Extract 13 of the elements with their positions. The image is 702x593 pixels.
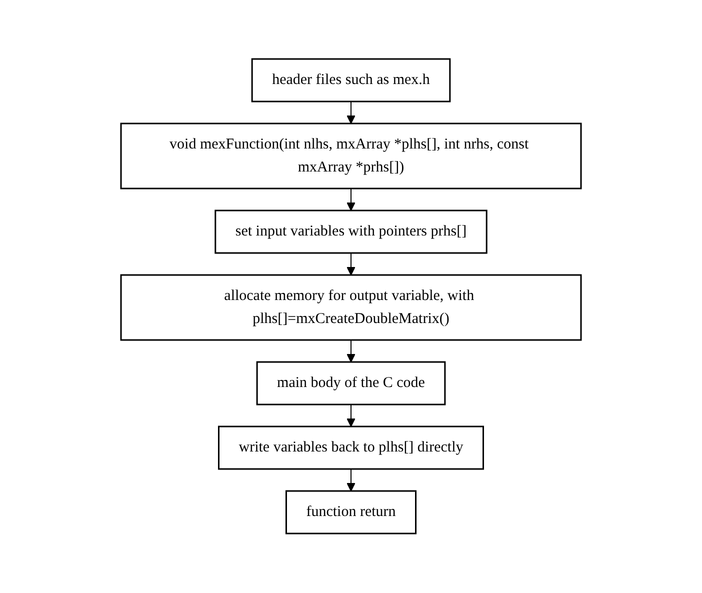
node-box: function return: [285, 490, 417, 534]
arrow: [346, 101, 356, 124]
node-box: main body of the C code: [256, 362, 446, 406]
arrow: [346, 468, 356, 492]
node-box: allocate memory for output variable, with plhs[]=mxCreateDoubleMatrix(): [120, 274, 582, 341]
arrow: [346, 188, 356, 212]
arrow: [346, 252, 356, 276]
node-box: header files such as mex.h: [251, 58, 451, 102]
node-box: void mexFunction(int nlhs, mxArray *plhs[], int nrhs, const mxArray *prhs[]): [120, 123, 582, 190]
arrow: [346, 404, 356, 428]
arrow: [346, 340, 356, 363]
node-box: set input variables with pointers prhs[]: [214, 210, 488, 254]
node-box: write variables back to plhs[] directly: [218, 426, 484, 470]
